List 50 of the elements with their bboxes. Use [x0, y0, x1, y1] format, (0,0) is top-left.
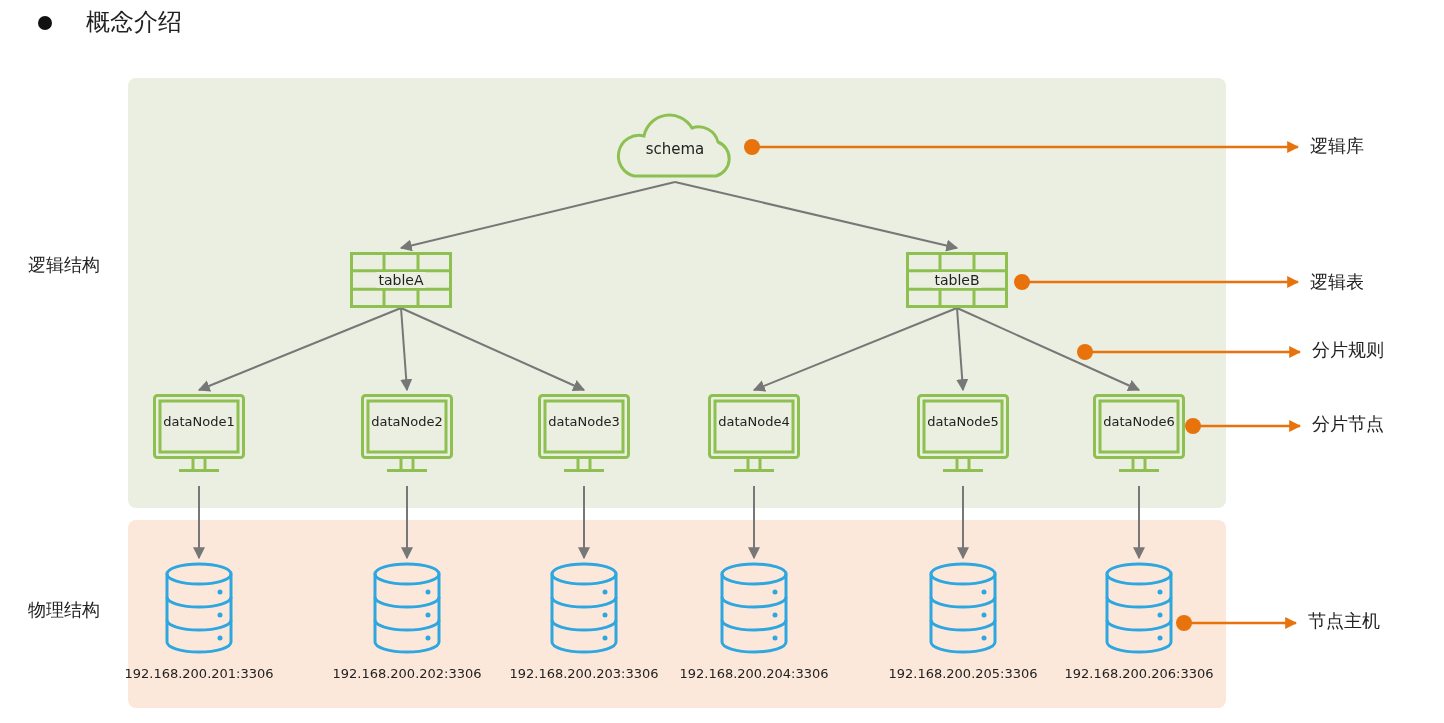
node-label: dataNode6 [1102, 414, 1176, 429]
layer-heading: 逻辑结构 [28, 253, 100, 277]
node-label: dataNode2 [370, 414, 444, 429]
leader-arrow [1176, 615, 1298, 631]
arrow [193, 485, 205, 560]
node-label: dataNode4 [717, 414, 791, 429]
monitor-node [538, 394, 630, 472]
arrow [578, 485, 590, 560]
node-label: dataNode5 [926, 414, 1000, 429]
arrow [956, 307, 969, 392]
arrow [400, 307, 413, 392]
annotation-label: 分片节点 [1312, 412, 1412, 440]
arrow [197, 307, 402, 392]
address-label: 192.168.200.202:3306 [331, 666, 483, 681]
arrow [1133, 485, 1145, 560]
arrow [400, 307, 586, 392]
arrow [748, 485, 760, 560]
leader-arrow [1014, 274, 1300, 290]
arrow [957, 485, 969, 560]
title: 概念介绍 [86, 7, 182, 38]
node-label: dataNode1 [162, 414, 236, 429]
leader-arrow [1077, 344, 1302, 360]
leader-arrow [744, 139, 1300, 155]
node-label: tableA [376, 272, 426, 288]
address-label: 192.168.200.204:3306 [678, 666, 830, 681]
monitor-node [1093, 394, 1185, 472]
table-node [906, 252, 1008, 308]
arrow [399, 181, 676, 252]
annotation-label: 逻辑表 [1310, 270, 1400, 298]
annotation-label: 分片规则 [1312, 338, 1412, 366]
node-label: dataNode3 [547, 414, 621, 429]
node-label: tableB [932, 272, 982, 288]
arrow [674, 181, 959, 252]
address-label: 192.168.200.201:3306 [123, 666, 275, 681]
node-label: schema [644, 140, 706, 158]
annotation-label: 逻辑库 [1310, 134, 1400, 162]
layer-heading: 物理结构 [28, 598, 100, 622]
arrow [401, 485, 413, 560]
address-label: 192.168.200.205:3306 [887, 666, 1039, 681]
table-node [350, 252, 452, 308]
monitor-node [917, 394, 1009, 472]
annotation-label: 节点主机 [1308, 609, 1408, 637]
monitor-node [708, 394, 800, 472]
address-label: 192.168.200.206:3306 [1063, 666, 1215, 681]
arrow [956, 307, 1141, 392]
address-label: 192.168.200.203:3306 [508, 666, 660, 681]
leader-arrow [1185, 418, 1302, 434]
monitor-node [153, 394, 245, 472]
monitor-node [361, 394, 453, 472]
arrow [752, 307, 958, 392]
